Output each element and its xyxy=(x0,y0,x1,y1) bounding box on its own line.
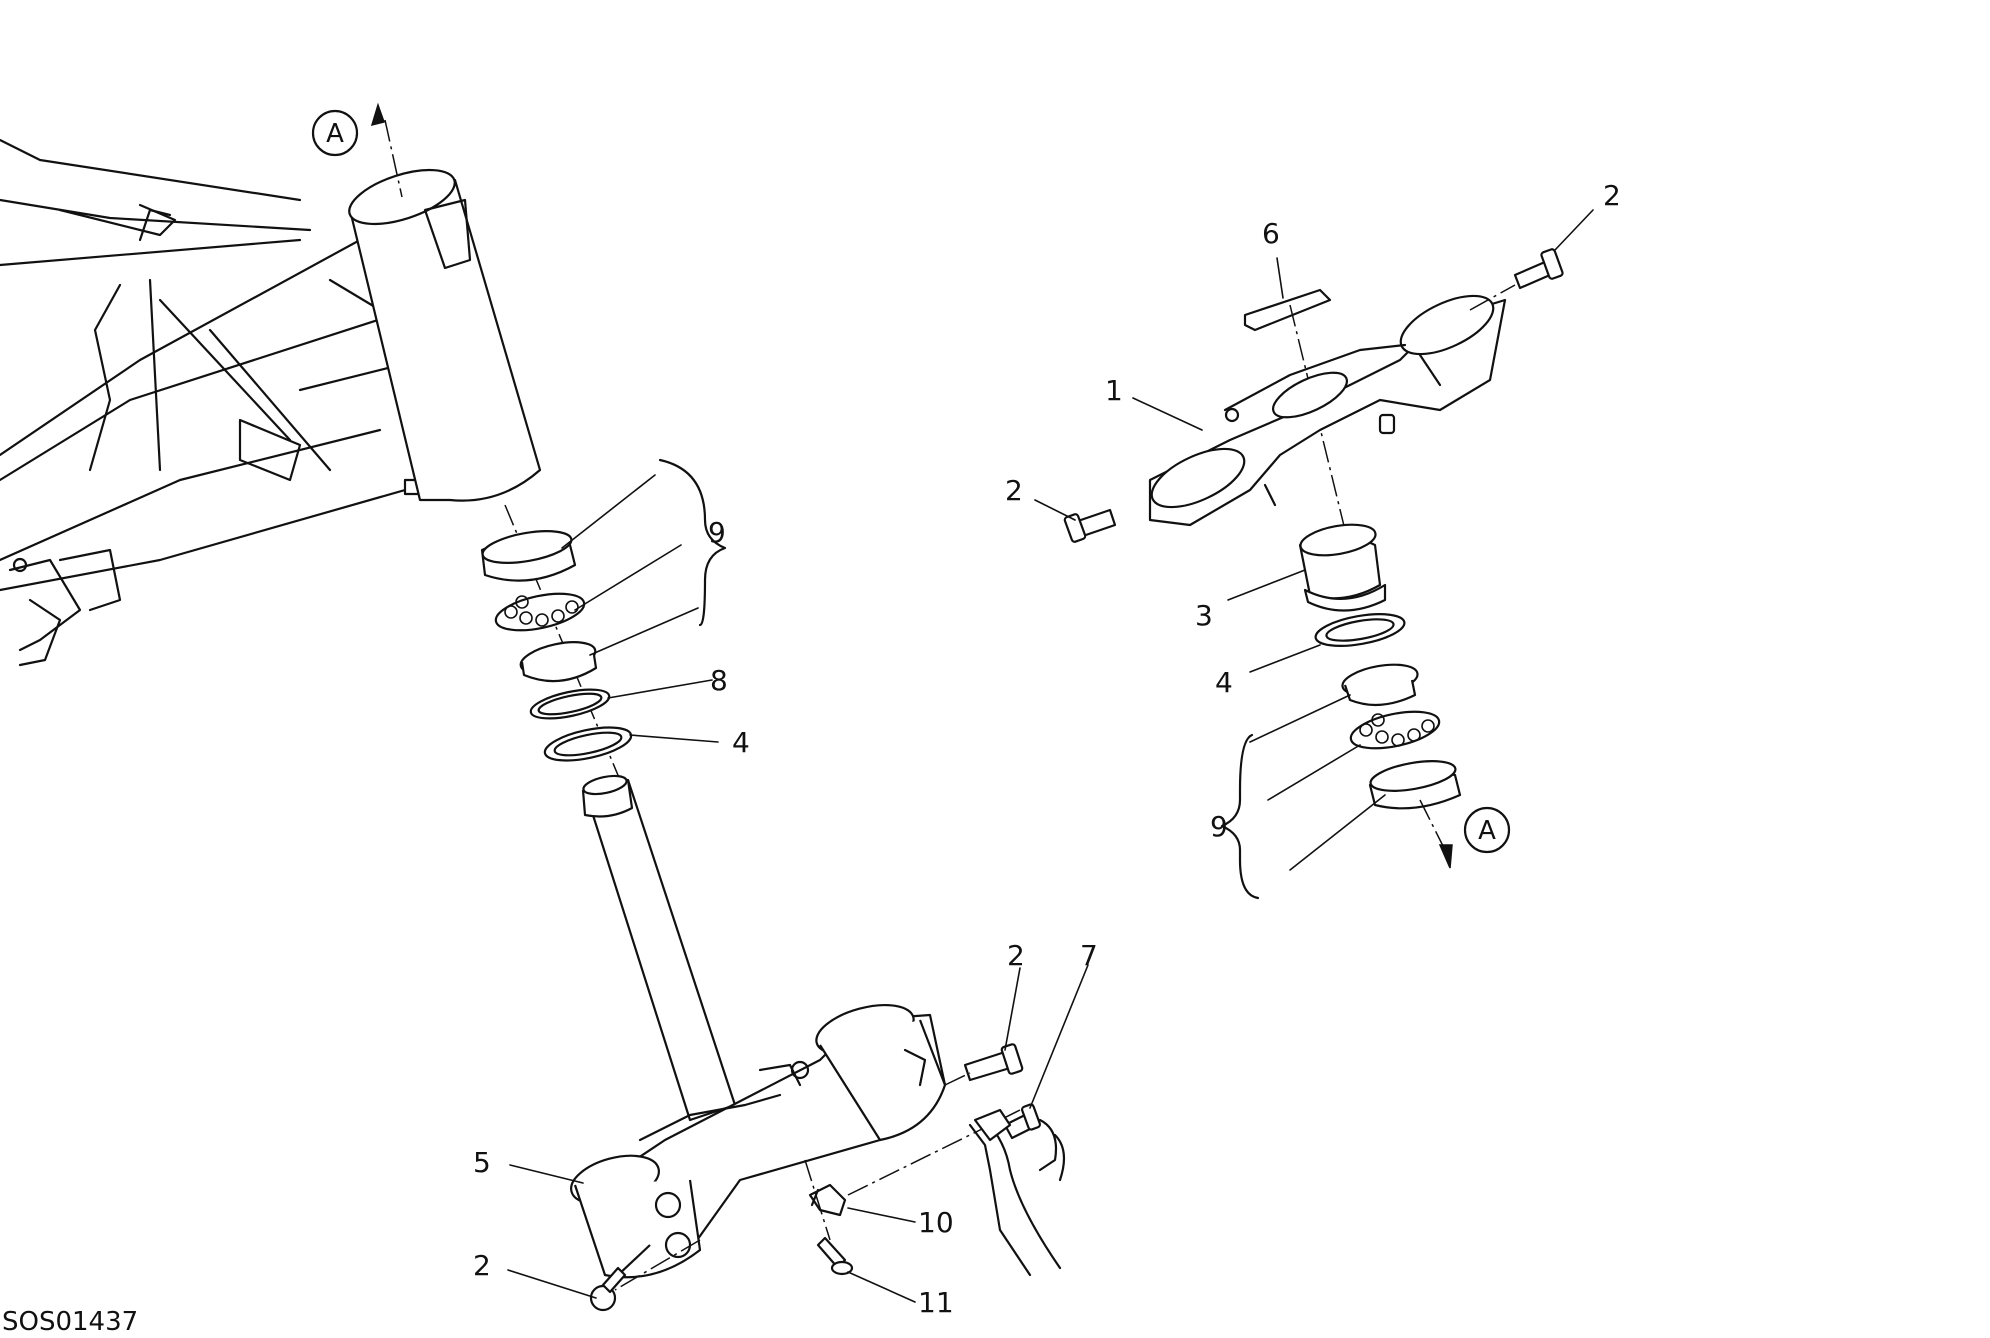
callout-left-4: 4 xyxy=(732,726,750,759)
lower-ball-bearing xyxy=(1349,710,1441,750)
reference-mark-a-top: A xyxy=(311,109,359,157)
bolt-lower-left xyxy=(589,1244,651,1312)
callout-3: 3 xyxy=(1195,599,1213,632)
dust-seal-4 xyxy=(543,726,633,762)
callout-7: 7 xyxy=(1080,939,1098,972)
upper-bearing-cup xyxy=(480,530,577,582)
bolt-right-2 xyxy=(1063,508,1117,543)
top-plate-6 xyxy=(1243,288,1332,332)
bolt-7 xyxy=(1003,1103,1041,1140)
hose-axis xyxy=(847,1109,1021,1196)
callout-bot-2: 2 xyxy=(1007,939,1025,972)
callout-top-2: 2 xyxy=(1603,179,1621,212)
leader-lines xyxy=(507,209,1594,1303)
callout-right-9: 9 xyxy=(1210,810,1228,843)
callout-left-9: 9 xyxy=(708,516,726,549)
reference-mark-a-bottom: A xyxy=(1463,806,1511,854)
axis-line-right-bottom xyxy=(1419,799,1446,851)
brace-left-9 xyxy=(658,458,727,627)
callout-1: 1 xyxy=(1105,374,1123,407)
callout-right-2: 2 xyxy=(1005,474,1023,507)
lower-bearing-cup xyxy=(1368,760,1462,810)
upper-triple-clamp-1 xyxy=(1148,294,1507,527)
bolt-axis-lower-left xyxy=(614,1239,701,1291)
lower-bearing-race xyxy=(1341,663,1419,707)
callout-right-4: 4 xyxy=(1215,666,1233,699)
seal-ring-8 xyxy=(529,688,611,720)
lower-triple-clamp xyxy=(570,1004,947,1279)
callout-5: 5 xyxy=(473,1146,491,1179)
axis-line-top xyxy=(384,119,403,198)
bolt-lower-right xyxy=(963,1043,1024,1082)
bolt-axis-top-right xyxy=(1469,284,1516,311)
brake-hose xyxy=(968,1108,1066,1277)
head-tube xyxy=(348,168,542,502)
upper-ball-bearing xyxy=(494,592,586,632)
callout-11: 11 xyxy=(918,1286,954,1319)
brace-right-9 xyxy=(1220,733,1260,900)
dust-seal-right-4 xyxy=(1314,613,1406,647)
bolt-top-right xyxy=(1513,248,1564,290)
steering-stem xyxy=(581,774,737,1122)
screw-11 xyxy=(816,1236,854,1276)
callout-6: 6 xyxy=(1262,217,1280,250)
hose-clamp-10 xyxy=(808,1183,847,1217)
bolt-axis-lower-right xyxy=(944,1072,971,1086)
svg-text:A: A xyxy=(1478,816,1496,846)
callout-left-2: 2 xyxy=(473,1249,491,1282)
arrow-down-icon xyxy=(1438,844,1453,869)
svg-text:A: A xyxy=(326,119,344,149)
callout-8: 8 xyxy=(710,664,728,697)
callout-10: 10 xyxy=(918,1206,954,1239)
arrow-up-icon xyxy=(370,102,385,127)
drawing-code: SOS01437 xyxy=(2,1307,138,1337)
upper-bearing-race xyxy=(519,641,598,683)
stem-nut-3 xyxy=(1298,523,1387,612)
clamp-axis xyxy=(804,1159,831,1241)
